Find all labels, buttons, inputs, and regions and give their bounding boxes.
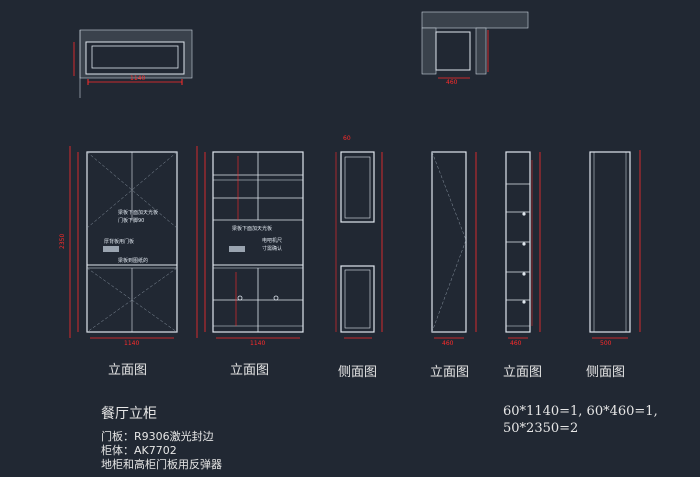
note-a2: 门板下脚90 bbox=[118, 217, 144, 224]
elevation-view-4: 460 bbox=[505, 151, 541, 347]
view-label-5: 立面图 bbox=[503, 365, 543, 380]
side-view-2: 500 bbox=[589, 150, 641, 347]
view-label-6: 侧面图 bbox=[586, 365, 626, 380]
dim-v3-depth: 60 bbox=[343, 135, 351, 142]
spec-cabinet-body: 柜体：AK7702 bbox=[101, 444, 177, 457]
elevation-view-1: 梁板下面加天光板 门板下脚90 厚背板用门板 梁板到图纸的 2350 1140 bbox=[59, 146, 178, 347]
note-b1: 梁板下面加天光板 bbox=[232, 225, 272, 232]
dim-v1-height: 2350 bbox=[59, 234, 66, 249]
note-b3: 寸需确认 bbox=[262, 245, 282, 252]
formula-line-2: 50*2350=2 bbox=[503, 421, 579, 436]
spec-door-panel: 门板：R9306激光封边 bbox=[101, 430, 214, 443]
note-a4: 梁板到图纸的 bbox=[118, 257, 148, 264]
dim-v1-width: 1140 bbox=[124, 340, 139, 347]
dim-plan-right-width: 460 bbox=[446, 79, 458, 86]
side-view-1: 60 bbox=[335, 135, 383, 339]
view-label-1: 立面图 bbox=[108, 363, 148, 378]
dim-v4-depth: 460 bbox=[442, 340, 454, 347]
plan-view-left: 1140 bbox=[73, 29, 193, 98]
spec-rebound: 地柜和高柜门板用反弹器 bbox=[101, 458, 222, 471]
view-label-4: 立面图 bbox=[430, 365, 470, 380]
view-label-2: 立面图 bbox=[230, 363, 270, 378]
elevation-view-2: 梁板下面加天光板 电吧机尺 寸需确认 1140 bbox=[196, 146, 304, 347]
plan-view-right: 460 bbox=[421, 11, 529, 86]
elevation-view-3: 460 bbox=[431, 151, 477, 347]
dim-v5-depth: 460 bbox=[510, 340, 522, 347]
dim-v2-width: 1140 bbox=[250, 340, 265, 347]
dim-plan-left-width: 1140 bbox=[130, 75, 145, 82]
view-label-3: 侧面图 bbox=[338, 365, 378, 380]
note-a1: 梁板下面加天光板 bbox=[118, 209, 158, 216]
formula-line-1: 60*1140=1, 60*460=1, bbox=[503, 404, 658, 419]
note-b2: 电吧机尺 bbox=[262, 237, 282, 244]
note-a3: 厚背板用门板 bbox=[104, 238, 134, 245]
drawing-title: 餐厅立柜 bbox=[101, 406, 157, 422]
dim-v6-depth: 500 bbox=[600, 340, 612, 347]
